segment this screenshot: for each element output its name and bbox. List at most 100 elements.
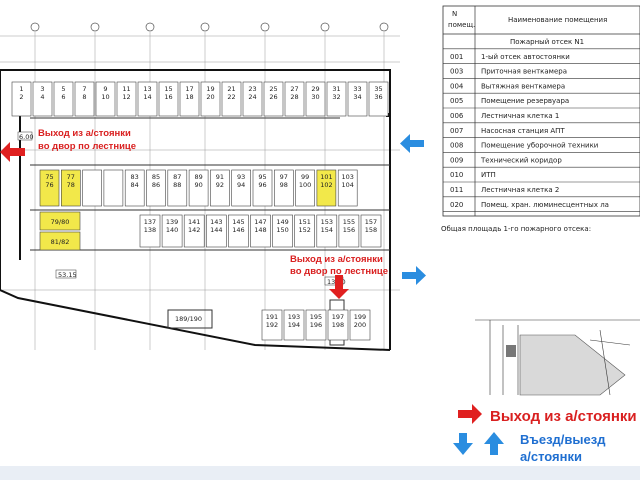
space-number: 97 xyxy=(280,173,288,181)
space-number: 197 xyxy=(332,313,344,321)
table-cell-n: 008 xyxy=(450,142,463,150)
space-number: 11 xyxy=(122,85,130,93)
space-number: 148 xyxy=(254,226,266,234)
space-number: 104 xyxy=(341,181,353,189)
space-number: 94 xyxy=(237,181,245,189)
space-number: 12 xyxy=(122,93,130,101)
parking-space xyxy=(82,169,102,207)
space-number: 77 xyxy=(67,173,75,181)
space-number: 103 xyxy=(341,173,353,181)
table-cell-n: 007 xyxy=(450,127,463,135)
space-number: 147 xyxy=(254,218,266,226)
space-number: 5 xyxy=(61,85,65,93)
space-number: 79/80 xyxy=(51,218,70,226)
space-number: 157 xyxy=(365,218,377,226)
space-number: 3 xyxy=(40,85,44,93)
space-number: 153 xyxy=(321,218,333,226)
space-number: 98 xyxy=(280,181,288,189)
parking-space xyxy=(103,169,124,207)
space-number: 150 xyxy=(276,226,288,234)
space-number: 89 xyxy=(194,173,202,181)
legend-exit-arrow xyxy=(458,404,482,424)
exit-arrow-left xyxy=(0,142,25,162)
space-number: 36 xyxy=(374,93,382,101)
space-number: 156 xyxy=(343,226,355,234)
space-number: 75 xyxy=(45,173,53,181)
table-cell-name: Технический коридор xyxy=(480,156,562,164)
table-cell-n: 005 xyxy=(450,97,463,105)
space-number: 78 xyxy=(67,181,75,189)
space-number: 27 xyxy=(290,85,298,93)
space-number: 19 xyxy=(206,85,214,93)
table-cell-name: Помещ. хран. люминесцентных ла xyxy=(481,201,609,209)
table-cell-name: Приточная венткамера xyxy=(481,68,567,76)
space-number: 24 xyxy=(248,93,256,101)
exit-arrow-down xyxy=(329,275,349,299)
space-number: 142 xyxy=(188,226,200,234)
space-number: 18 xyxy=(185,93,193,101)
space-number: 91 xyxy=(216,173,224,181)
space-number: 4 xyxy=(40,93,44,101)
space-number: 6 xyxy=(61,93,65,101)
space-number: 31 xyxy=(332,85,340,93)
space-number: 86 xyxy=(152,181,160,189)
space-number: 151 xyxy=(298,218,310,226)
legend-exit-label: Выход из а/стоянки xyxy=(490,408,637,425)
space-number: 33 xyxy=(353,85,361,93)
space-number: 152 xyxy=(298,226,310,234)
table-row: Пожарный отсек N1 xyxy=(443,38,640,50)
space-number: 90 xyxy=(194,181,202,189)
space-number: 21 xyxy=(227,85,235,93)
space-number: 13 xyxy=(143,85,151,93)
axis-bubbles xyxy=(30,22,389,32)
label-a: 53.15 xyxy=(58,271,77,279)
parking-row-top: 1234567891011121314151617181920212223242… xyxy=(11,81,389,117)
space-number: 100 xyxy=(299,181,311,189)
space-number: 193 xyxy=(288,313,300,321)
space-number: 102 xyxy=(320,181,332,189)
table-cell-name: ИТП xyxy=(481,171,496,179)
space-number: 191 xyxy=(266,313,278,321)
legend: Выход из а/стоянки Въезд/выезд а/стоянки xyxy=(453,404,637,464)
space-number: 141 xyxy=(188,218,200,226)
space-number: 154 xyxy=(321,226,333,234)
space-number: 145 xyxy=(232,218,244,226)
space-number: 140 xyxy=(166,226,178,234)
space-number: 88 xyxy=(173,181,181,189)
parking-space: 910 xyxy=(95,81,116,117)
space-number: 2 xyxy=(19,93,23,101)
space-number: 144 xyxy=(210,226,222,234)
legend-entry-label-1: Въезд/выезд xyxy=(520,432,606,447)
space-number: 32 xyxy=(332,93,340,101)
table-footer: Общая площадь 1-го пожарного отсека: xyxy=(441,225,591,233)
space-number: 158 xyxy=(365,226,377,234)
legend-entry-arrows xyxy=(453,432,504,455)
table-cell-name: Помещение уборочной техники xyxy=(481,142,598,150)
space-number: 146 xyxy=(232,226,244,234)
parking-space: 78 xyxy=(74,81,95,117)
space-number: 195 xyxy=(310,313,322,321)
space-number: 16 xyxy=(164,93,172,101)
